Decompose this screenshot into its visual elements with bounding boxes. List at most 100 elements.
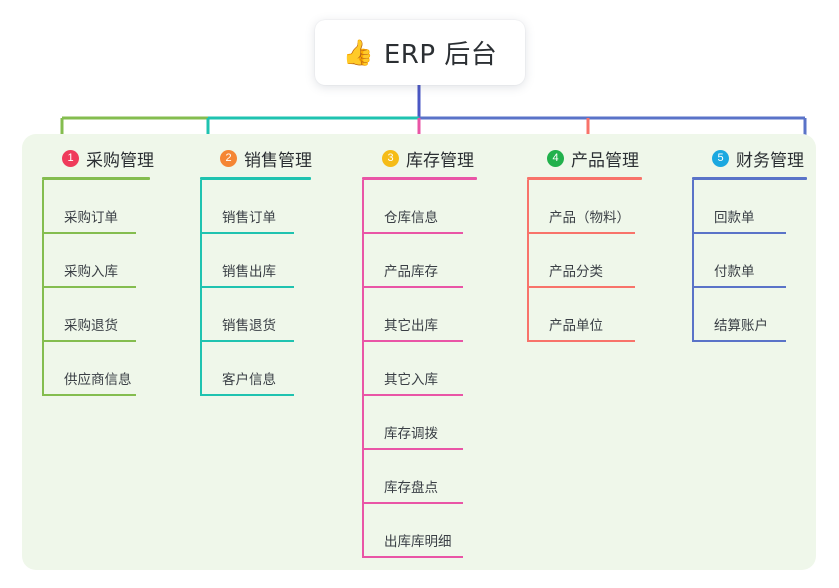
- branch-item[interactable]: 结算账户: [692, 288, 807, 342]
- branch-items: 产品（物料） 产品分类产品单位: [527, 180, 642, 342]
- branch-header-2[interactable]: 2 销售管理: [200, 146, 312, 171]
- branch-item-label: 库存盘点: [384, 480, 438, 496]
- branch-spine: [42, 180, 44, 396]
- branch-item-underline: [527, 286, 635, 288]
- branch-item-underline: [692, 286, 786, 288]
- branch-item-label: 回款单: [714, 210, 755, 226]
- branch-item-label: 产品库存: [384, 264, 438, 280]
- branch-spine: [362, 180, 364, 558]
- branch-items: 销售订单销售出库销售退货客户信息: [200, 180, 312, 396]
- branch-item-label: 采购订单: [64, 210, 118, 226]
- branch-item[interactable]: 仓库信息: [362, 180, 477, 234]
- branch-item[interactable]: 产品分类: [527, 234, 642, 288]
- branch-item[interactable]: 出库库明细: [362, 504, 477, 558]
- branch-item[interactable]: 采购退货: [42, 288, 154, 342]
- root-node-title: ERP 后台: [383, 40, 498, 70]
- branch-column-3: 3 库存管理仓库信息产品库存其它出库其它入库库存调拨库存盘点出库库明细: [362, 146, 477, 558]
- branch-item-underline: [362, 340, 463, 342]
- branch-item[interactable]: 采购入库: [42, 234, 154, 288]
- branch-item-underline: [362, 286, 463, 288]
- branch-item-label: 结算账户: [714, 318, 768, 334]
- branch-item[interactable]: 产品单位: [527, 288, 642, 342]
- branch-item[interactable]: 客户信息: [200, 342, 312, 396]
- branch-column-4: 4 产品管理产品（物料） 产品分类产品单位: [527, 146, 642, 342]
- branch-header-3[interactable]: 3 库存管理: [362, 146, 477, 171]
- branch-item-underline: [42, 286, 136, 288]
- branch-item[interactable]: 供应商信息: [42, 342, 154, 396]
- branch-item[interactable]: 产品库存: [362, 234, 477, 288]
- branch-item-label: 销售出库: [222, 264, 276, 280]
- branch-item-label: 付款单: [714, 264, 755, 280]
- branch-item[interactable]: 销售退货: [200, 288, 312, 342]
- branch-header-4[interactable]: 4 产品管理: [527, 146, 642, 171]
- branch-item-label: 仓库信息: [384, 210, 438, 226]
- branch-item-underline: [527, 340, 635, 342]
- branches-panel: [22, 134, 816, 570]
- branch-underline: [42, 177, 150, 180]
- branch-underline: [527, 177, 642, 180]
- branch-item-underline: [200, 286, 294, 288]
- branch-item-underline: [362, 502, 463, 504]
- branch-title: 财务管理: [736, 150, 804, 171]
- branch-item-underline: [200, 340, 294, 342]
- root-node-card[interactable]: 👍 ERP 后台: [315, 20, 525, 85]
- branch-item[interactable]: 库存调拨: [362, 396, 477, 450]
- branch-items: 采购订单采购入库采购退货供应商信息: [42, 180, 154, 396]
- branch-item-underline: [42, 394, 136, 396]
- branch-item[interactable]: 付款单: [692, 234, 807, 288]
- branch-item[interactable]: 销售订单: [200, 180, 312, 234]
- thumbs-up-emoji: 👍: [342, 38, 374, 67]
- branch-item[interactable]: 产品（物料）: [527, 180, 642, 234]
- branch-underline: [692, 177, 807, 180]
- branch-item-label: 销售退货: [222, 318, 276, 334]
- branch-title: 产品管理: [571, 150, 639, 171]
- branch-item-label: 采购入库: [64, 264, 118, 280]
- branch-item-label: 出库库明细: [384, 534, 452, 550]
- branch-number-badge: 3: [382, 149, 399, 167]
- branch-item-underline: [692, 340, 786, 342]
- branch-item-label: 库存调拨: [384, 426, 438, 442]
- branch-column-2: 2 销售管理销售订单销售出库销售退货客户信息: [200, 146, 312, 396]
- branch-item-underline: [362, 448, 463, 450]
- branch-number-badge: 4: [547, 149, 564, 167]
- branch-underline: [200, 177, 311, 180]
- branch-item-label: 产品（物料）: [549, 210, 630, 226]
- branch-item-label: 产品分类: [549, 264, 603, 280]
- branch-item-label: 其它入库: [384, 372, 438, 388]
- branch-item-label: 产品单位: [549, 318, 603, 334]
- branch-item-label: 销售订单: [222, 210, 276, 226]
- branch-item-underline: [362, 556, 463, 558]
- branch-title: 销售管理: [244, 150, 312, 171]
- branch-underline: [362, 177, 477, 180]
- branch-title: 库存管理: [406, 150, 474, 171]
- branch-spine: [200, 180, 202, 396]
- branch-item[interactable]: 库存盘点: [362, 450, 477, 504]
- branch-title: 采购管理: [86, 150, 154, 171]
- branch-item-label: 客户信息: [222, 372, 276, 388]
- branch-header-1[interactable]: 1 采购管理: [42, 146, 154, 171]
- branch-spine: [527, 180, 529, 342]
- branch-item[interactable]: 采购订单: [42, 180, 154, 234]
- branch-item[interactable]: 其它入库: [362, 342, 477, 396]
- branch-number-badge: 1: [62, 149, 79, 167]
- branch-items: 仓库信息产品库存其它出库其它入库库存调拨库存盘点出库库明细: [362, 180, 477, 558]
- branch-item-underline: [42, 232, 136, 234]
- branch-item-label: 供应商信息: [64, 372, 132, 388]
- branch-item-underline: [42, 340, 136, 342]
- branch-spine: [692, 180, 694, 342]
- branch-number-badge: 2: [220, 149, 237, 167]
- branch-item-underline: [527, 232, 635, 234]
- branch-item-underline: [200, 394, 294, 396]
- branch-item-underline: [692, 232, 786, 234]
- branch-item[interactable]: 其它出库: [362, 288, 477, 342]
- branch-column-1: 1 采购管理采购订单采购入库采购退货供应商信息: [42, 146, 154, 396]
- branch-item[interactable]: 销售出库: [200, 234, 312, 288]
- branch-item[interactable]: 回款单: [692, 180, 807, 234]
- branch-item-label: 其它出库: [384, 318, 438, 334]
- branch-item-label: 采购退货: [64, 318, 118, 334]
- branch-items: 回款单付款单结算账户: [692, 180, 807, 342]
- branch-item-underline: [362, 232, 463, 234]
